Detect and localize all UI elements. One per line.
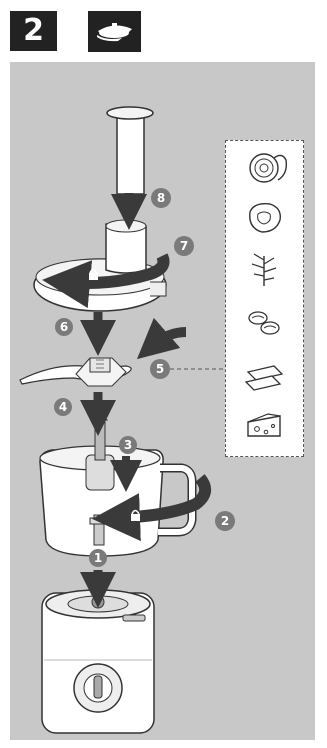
herb-icon [252, 254, 276, 286]
callout-6: 6 [55, 318, 73, 336]
callout-5-label: 5 [156, 362, 164, 376]
nut-icon [249, 312, 279, 334]
callout-3: 3 [119, 436, 137, 454]
feed-tube [106, 220, 146, 273]
motor-base [42, 590, 154, 733]
callout-8: 8 [151, 188, 171, 208]
callout-1: 1 [89, 549, 107, 567]
callout-2-label: 2 [221, 514, 229, 528]
callout-4: 4 [54, 398, 72, 416]
onion-icon [250, 154, 286, 182]
callout-7-label: 7 [180, 239, 188, 253]
callout-4-label: 4 [59, 400, 67, 414]
callout-1-label: 1 [94, 551, 102, 565]
chocolate-icon [246, 366, 282, 390]
meat-icon [250, 204, 281, 232]
arrow-5 [152, 332, 186, 346]
callout-5: 5 [150, 359, 170, 379]
callout-2: 2 [215, 511, 235, 531]
callout-7: 7 [174, 236, 194, 256]
callout-3-label: 3 [124, 438, 132, 452]
pusher [107, 107, 153, 194]
chopping-blade-disc [20, 358, 131, 386]
cheese-icon [248, 414, 280, 436]
callout-8-label: 8 [157, 191, 165, 205]
bowl [40, 446, 192, 556]
callout-6-label: 6 [60, 320, 68, 334]
